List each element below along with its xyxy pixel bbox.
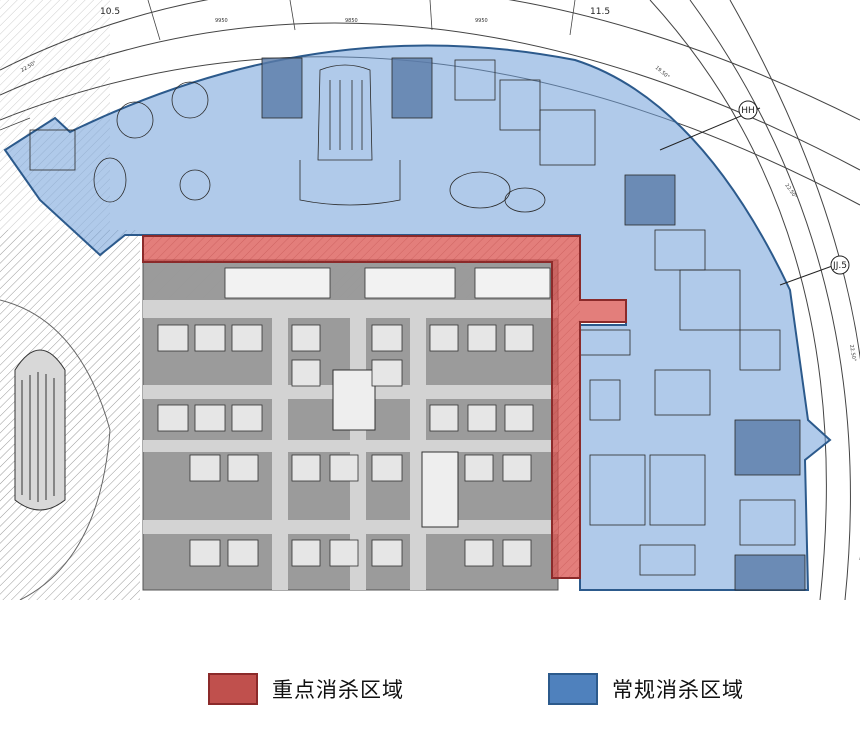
floor-plan: HH JJ.5 10.5 11.5 9950 9850 9950 22.50° …: [0, 0, 860, 600]
radial-grid-lines: [0, 0, 576, 131]
legend-swatch-red: [208, 673, 258, 705]
svg-text:11.5: 11.5: [590, 7, 610, 17]
building-core: [142, 259, 559, 591]
angle-label: 22.50°: [783, 183, 798, 201]
regular-disinfection-zone: [3, 44, 832, 591]
axis-marker-top-left: 10.5: [100, 7, 120, 17]
angle-label: 19.50°: [654, 65, 671, 81]
svg-text:10.5: 10.5: [100, 7, 120, 17]
floor-plan-drawing: HH JJ.5 10.5 11.5 9950 9850 9950 22.50° …: [0, 0, 860, 600]
axis-marker-jj5: JJ.5: [779, 255, 850, 286]
axis-marker-top-right: 11.5: [590, 7, 610, 17]
dimension-label: 9950: [475, 18, 488, 24]
dimension-label: 9850: [345, 18, 358, 24]
legend-item-key-zone: 重点消杀区域: [208, 670, 404, 708]
legend-label: 重点消杀区域: [272, 678, 404, 702]
dimension-label: 9950: [215, 18, 228, 24]
legend-item-regular-zone: 常规消杀区域: [548, 670, 744, 708]
svg-text:JJ.5: JJ.5: [832, 261, 847, 271]
angle-label: 22.50°: [848, 344, 857, 362]
legend-swatch-blue: [548, 673, 598, 705]
left-ramp-feature: [0, 299, 111, 600]
svg-text:HH: HH: [741, 106, 755, 116]
legend-label: 常规消杀区域: [612, 678, 744, 702]
axis-marker-hh: HH: [659, 100, 761, 151]
office-furniture: [29, 57, 806, 591]
